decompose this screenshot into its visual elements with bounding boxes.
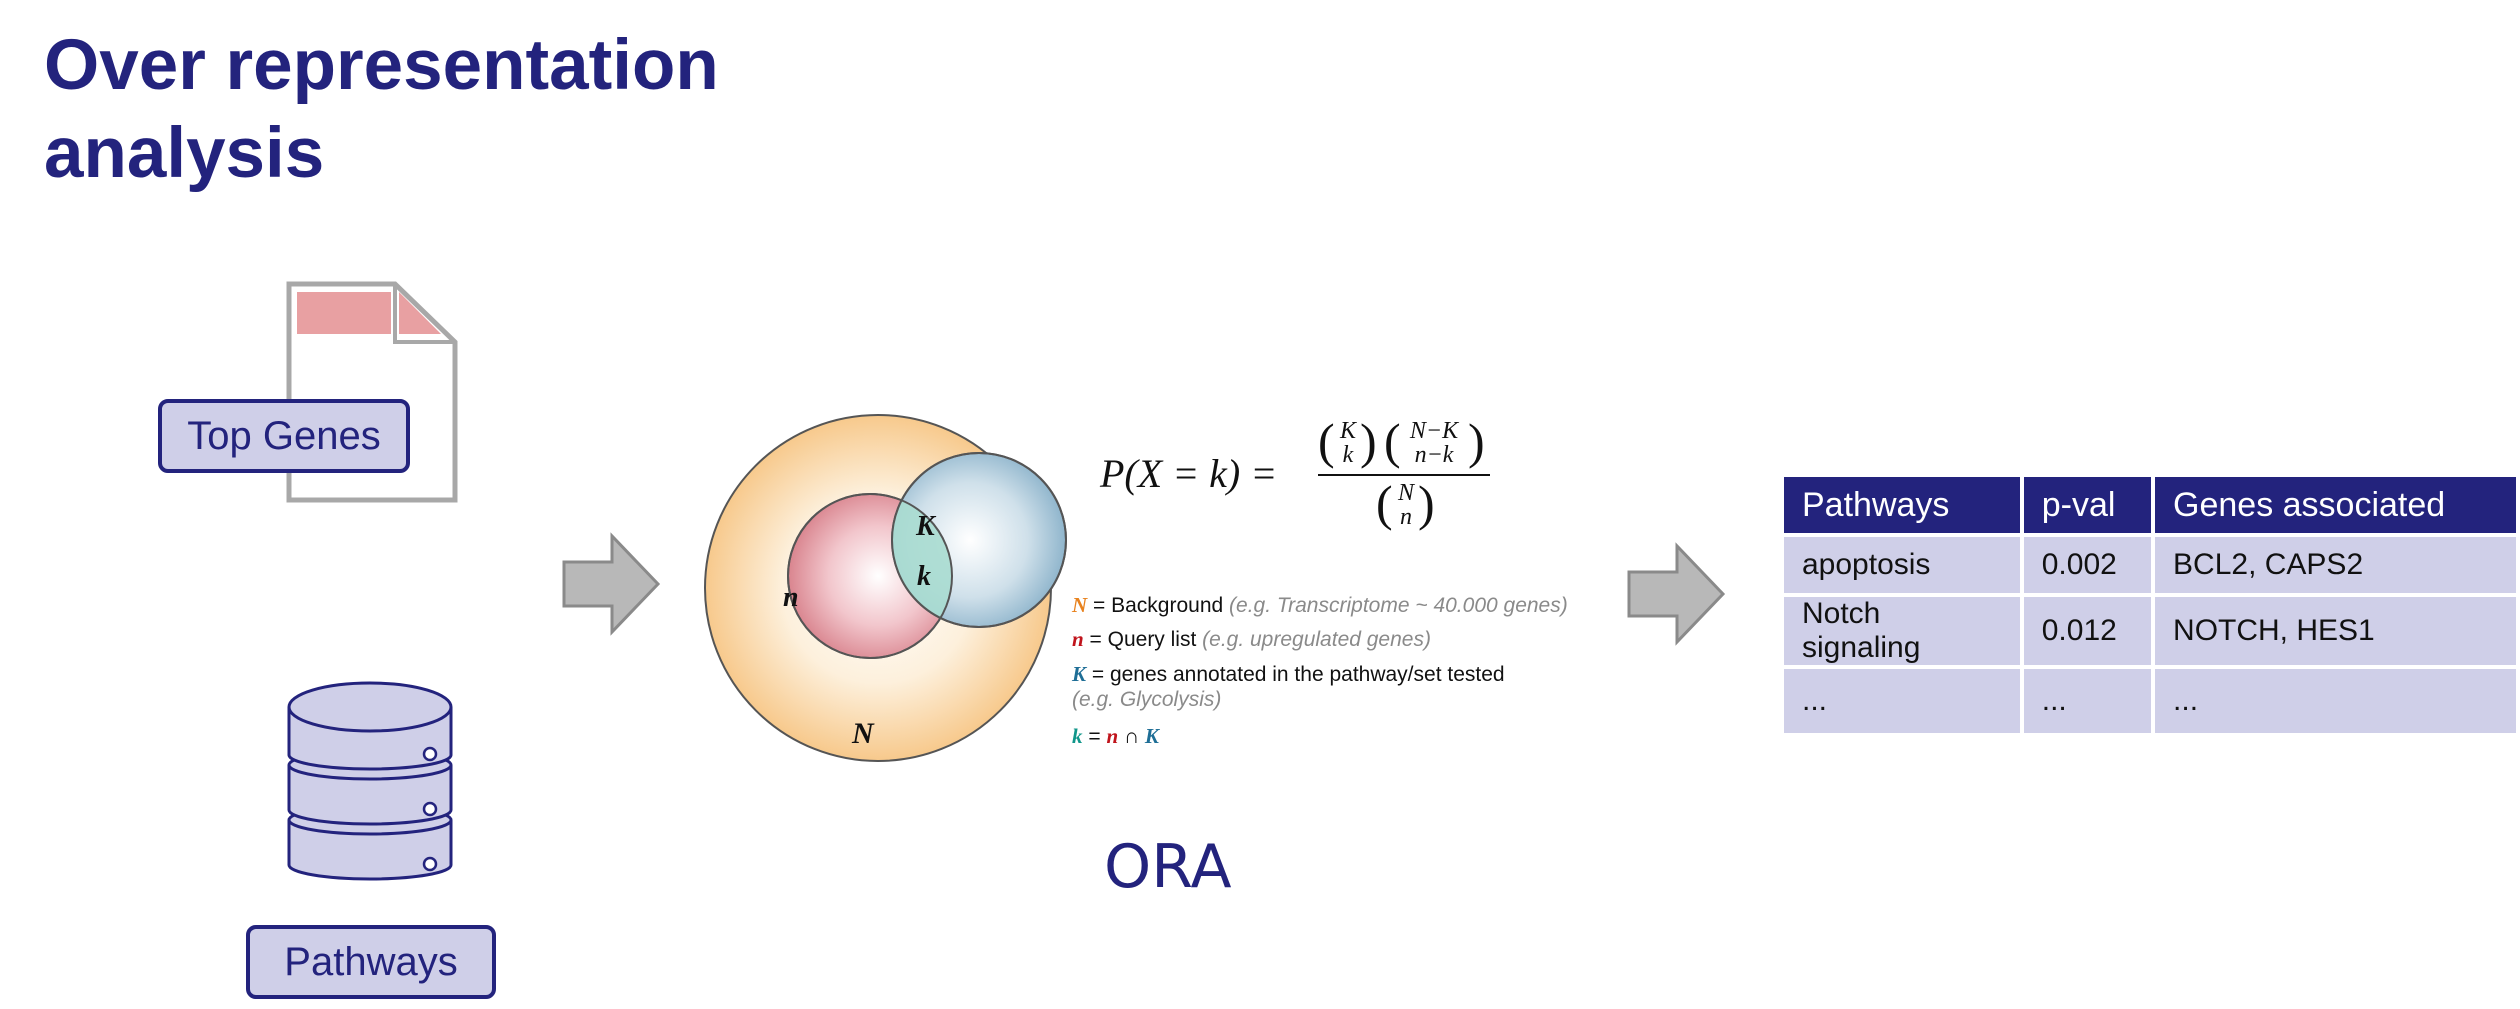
arrow-right-icon	[1627, 542, 1726, 646]
table-row: ... ... ...	[1784, 669, 2516, 733]
table-row: Notch signaling 0.012 NOTCH, HES1	[1784, 597, 2516, 665]
formula-lhs: P(X = k) =	[1100, 451, 1278, 496]
header-genes: Genes associated	[2155, 477, 2516, 533]
database-icon	[287, 681, 453, 881]
results-table: Pathways p-val Genes associated apoptosi…	[1780, 473, 2520, 737]
venn-diagram: n k K N	[704, 414, 1067, 762]
title-line-2: analysis	[44, 114, 325, 193]
cell-genes: NOTCH, HES1	[2155, 597, 2516, 665]
cell-genes: ...	[2155, 669, 2516, 733]
binom-K-k: ( K k )	[1318, 413, 1377, 469]
cell-pathway: apoptosis	[1784, 537, 2020, 593]
legend-line-background: N = Background (e.g. Transcriptome ~ 40.…	[1072, 593, 1568, 617]
cell-pathway: Notch signaling	[1784, 597, 2020, 665]
legend-line-overlap: k = n ∩ K	[1072, 724, 1159, 748]
cell-genes: BCL2, CAPS2	[2155, 537, 2516, 593]
legend-line-query: n = Query list (e.g. upregulated genes)	[1072, 627, 1431, 651]
pathways-label: Pathways	[246, 925, 496, 999]
venn-label-K: K	[915, 511, 937, 542]
method-label: ORA	[1104, 832, 1232, 902]
fraction-bar	[1318, 474, 1490, 476]
header-pathways: Pathways	[1784, 477, 2020, 533]
top-genes-label: Top Genes	[158, 399, 410, 473]
title-line-1: Over representation	[44, 26, 719, 105]
binom-N-n: ( N n )	[1376, 475, 1435, 531]
legend-line-set: K = genes annotated in the pathway/set t…	[1072, 662, 1505, 686]
venn-label-n: n	[783, 582, 799, 613]
venn-label-N: N	[851, 717, 875, 750]
cell-pval: 0.012	[2023, 597, 2152, 665]
cell-pval: ...	[2023, 669, 2152, 733]
venn-label-k: k	[917, 561, 931, 592]
header-pval: p-val	[2023, 477, 2152, 533]
table-header-row: Pathways p-val Genes associated	[1784, 477, 2516, 533]
cell-pval: 0.002	[2023, 537, 2152, 593]
table-row: apoptosis 0.002 BCL2, CAPS2	[1784, 537, 2516, 593]
slide-title: Over representation analysis	[44, 22, 944, 198]
cell-pathway: ...	[1784, 669, 2020, 733]
binom-NK-nk: ( N−K n−k )	[1384, 413, 1485, 469]
arrow-right-icon	[562, 532, 661, 636]
hypergeometric-formula: P(X = k) = ( K k ) ( N−K n−k ) ( N n )	[1100, 410, 1500, 540]
legend-line-set-note: (e.g. Glycolysis)	[1072, 688, 1222, 711]
venn-label-K-text: K	[915, 511, 937, 542]
